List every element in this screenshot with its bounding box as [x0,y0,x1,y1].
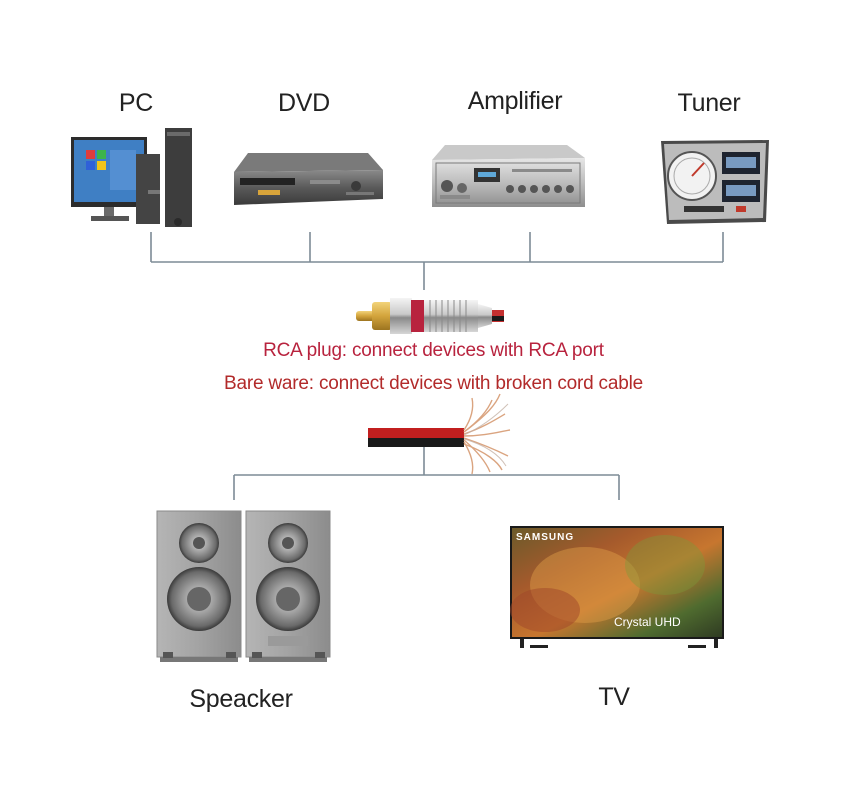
label-speaker: Speacker [189,685,293,713]
bottom-connector-lines [233,447,620,500]
bare-wire-icon [368,393,511,475]
tv-brand-text: SAMSUNG [516,532,574,543]
tuner-icon [661,140,769,224]
tv-model-text: Crystal UHD [614,615,681,629]
caption-bare-wire: Bare ware: connect devices with broken c… [224,373,643,394]
label-pc: PC [118,89,154,117]
speaker-icon [156,510,331,662]
label-tuner: Tuner [677,89,741,117]
tv-icon: SAMSUNG Crystal UHD [510,526,724,648]
top-connector-lines [150,232,724,290]
label-tv: TV [598,683,630,711]
dvd-player-icon [234,153,383,205]
computer-icon [71,128,192,227]
amplifier-icon [432,145,585,207]
caption-rca-plug: RCA plug: connect devices with RCA port [263,340,604,361]
label-amplifier: Amplifier [467,87,563,115]
label-dvd: DVD [278,89,330,117]
rca-plug-icon [356,298,504,334]
